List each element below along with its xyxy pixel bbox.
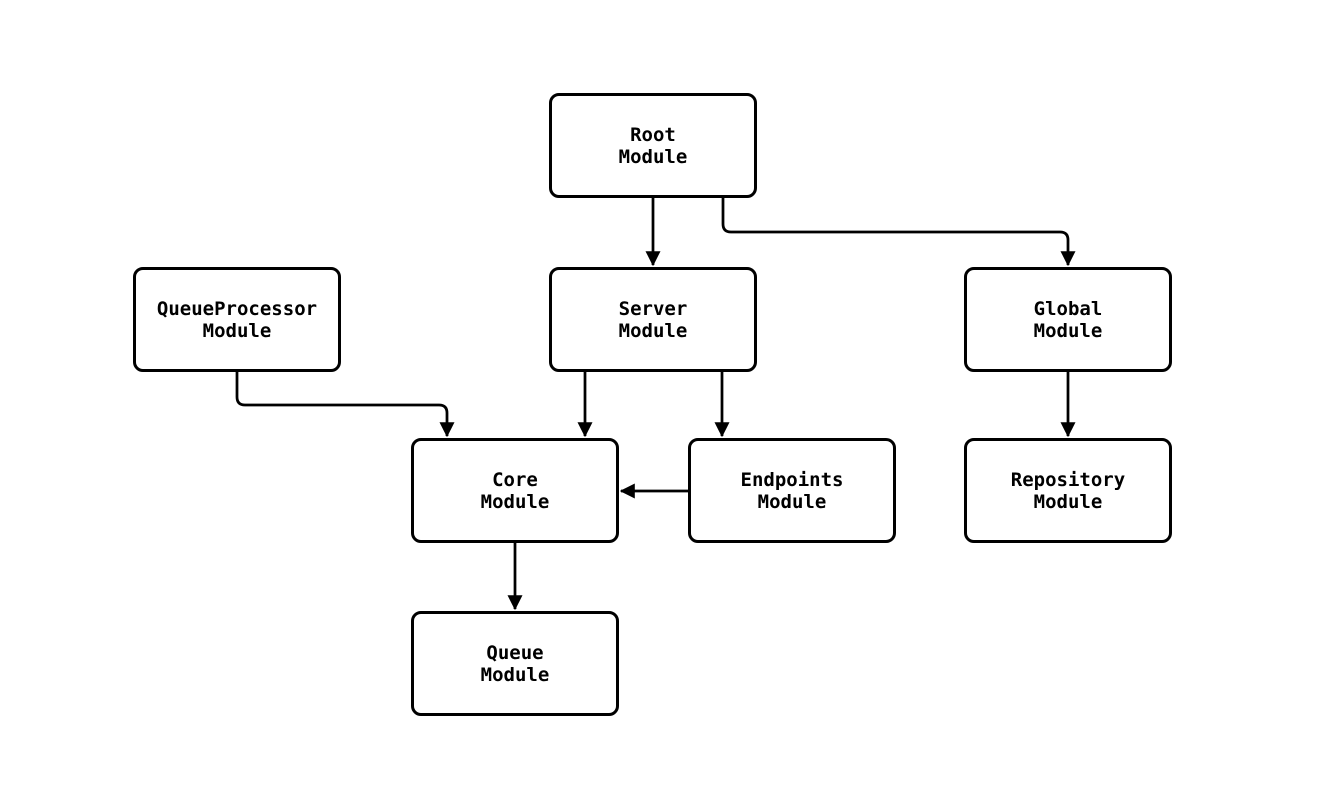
node-root-module: Root Module: [549, 93, 757, 198]
node-core-module: Core Module: [411, 438, 619, 543]
node-queueprocessor-module-label: QueueProcessor Module: [156, 297, 318, 342]
node-global-module: Global Module: [964, 267, 1172, 372]
node-server-module: Server Module: [549, 267, 757, 372]
edge-root-to-global: [721, 197, 1076, 267]
node-core-module-label: Core Module: [480, 468, 550, 513]
node-queue-module: Queue Module: [411, 611, 619, 716]
node-endpoints-module: Endpoints Module: [688, 438, 896, 543]
node-repository-module: Repository Module: [964, 438, 1172, 543]
node-queueprocessor-module: QueueProcessor Module: [133, 267, 341, 372]
node-global-module-label: Global Module: [1033, 297, 1103, 342]
node-endpoints-module-label: Endpoints Module: [740, 468, 844, 513]
node-server-module-label: Server Module: [618, 297, 688, 342]
node-queue-module-label: Queue Module: [480, 641, 550, 686]
node-repository-module-label: Repository Module: [1010, 468, 1126, 513]
node-root-module-label: Root Module: [618, 123, 688, 168]
edge-queueprocessor-to-core: [235, 371, 455, 438]
